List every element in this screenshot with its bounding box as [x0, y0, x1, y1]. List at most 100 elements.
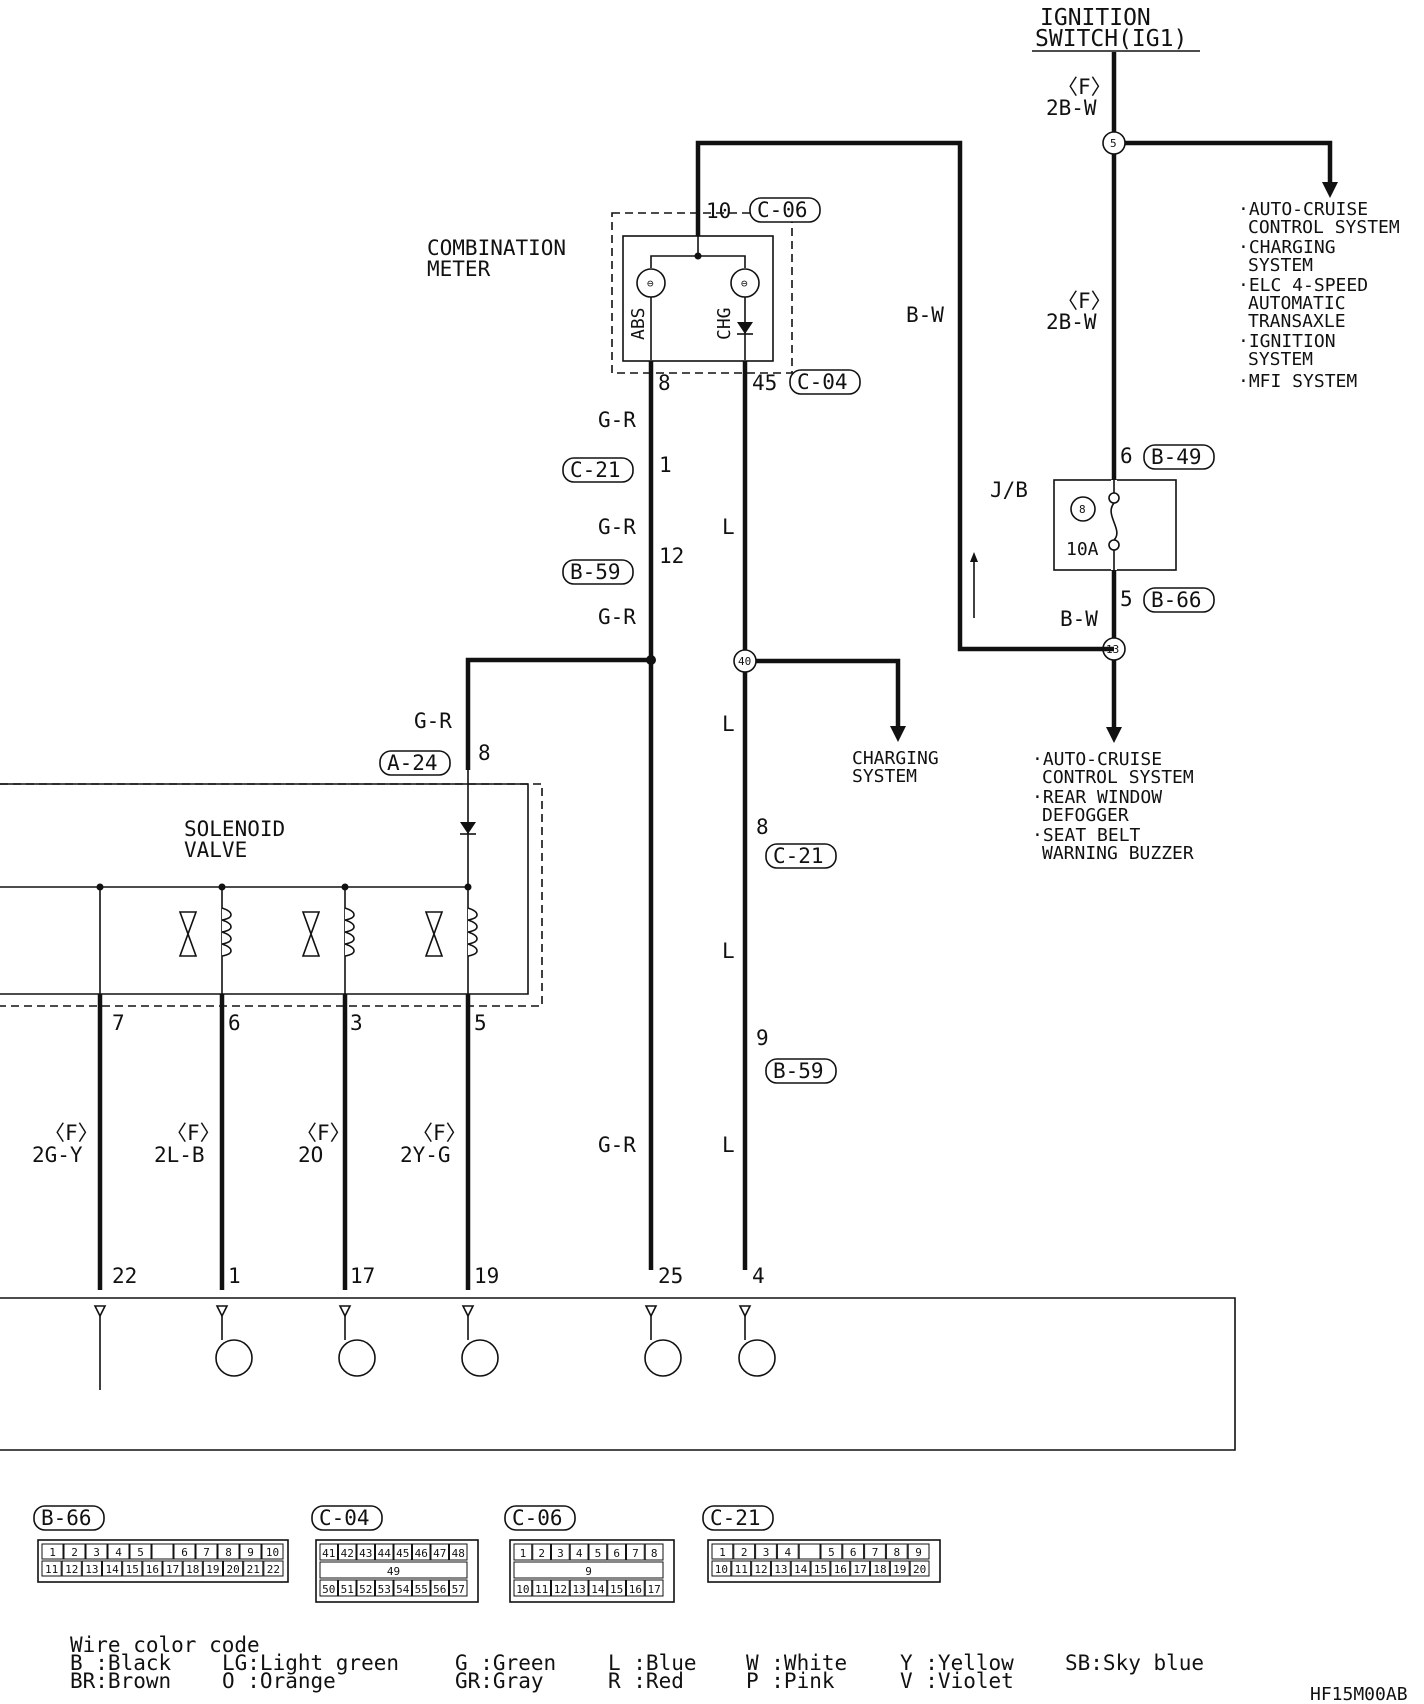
- connector-pin-cell: [412, 1579, 431, 1597]
- ig-load-6: TRANSAXLE: [1248, 311, 1346, 332]
- connector-pin-cell: [626, 1579, 645, 1597]
- connector-pin-cell: [870, 1560, 890, 1577]
- connector-pin-number: 6: [850, 1546, 857, 1559]
- connector-pin-number: 48: [452, 1547, 465, 1560]
- fuse-number: 8: [1079, 503, 1086, 516]
- connector-pin-cell: [375, 1579, 394, 1597]
- connector-pin-cell: [263, 1560, 284, 1577]
- solenoid-dashed-outline: [0, 783, 543, 1007]
- connector-pin-cell: [513, 1561, 664, 1579]
- ecu-transistor-17: [338, 1339, 376, 1377]
- connector-pin-number: 5: [595, 1547, 602, 1560]
- connector-pin-number: 22: [267, 1563, 280, 1576]
- connector-pin-number: 51: [341, 1583, 354, 1596]
- conn-c21-gr-badge: [562, 457, 634, 483]
- solenoid-box: [0, 783, 529, 995]
- connector-pin-cell: [532, 1543, 551, 1561]
- color-code-b: B :Black: [70, 1651, 172, 1675]
- conn-c06: C-06: [757, 198, 808, 222]
- solenoid-label-1: SOLENOID: [184, 817, 285, 841]
- solenoid-pin-in: 8: [478, 741, 491, 765]
- gr-branch-to-solenoid: [465, 657, 651, 770]
- connector-pin-cell: [607, 1543, 626, 1561]
- conn-a24: A-24: [387, 751, 438, 775]
- color-code-l: L :Blue: [608, 1651, 697, 1675]
- ig-branch-right: [1114, 140, 1333, 190]
- connector-pin-cell: [375, 1543, 394, 1561]
- charging-label-2: SYSTEM: [852, 766, 917, 787]
- connector-pin-cell: [85, 1543, 108, 1560]
- color-code-br: BR:Brown: [70, 1669, 171, 1693]
- ecu-wire-note-3: 〈F〉: [412, 1121, 467, 1145]
- jb-pin-in: 6: [1120, 444, 1133, 468]
- charging-arrow: [890, 726, 906, 742]
- solenoid-diode: [460, 822, 476, 834]
- connector-pin-cell: [588, 1579, 608, 1597]
- solenoid-pin-6: 6: [228, 1011, 241, 1035]
- ig-wire-color-1: 2B-W: [1046, 96, 1097, 120]
- connector-pin-cell: [393, 1579, 412, 1597]
- connector-pin-cell: [864, 1543, 886, 1560]
- conn-b59-l: B-59: [773, 1059, 824, 1083]
- jb-load-4: ·SEAT BELT: [1032, 825, 1141, 846]
- fuse-number-circle: [1070, 496, 1096, 522]
- ig-load-4: ·ELC 4-SPEED: [1238, 275, 1368, 296]
- connector-pin-number: 9: [585, 1565, 592, 1578]
- ignition-label-1: IGNITION: [1040, 5, 1151, 31]
- charging-label-1: CHARGING: [852, 748, 939, 769]
- connector-pin-number: 14: [591, 1583, 605, 1596]
- connector-pin-number: 4: [115, 1546, 122, 1559]
- conn-c06-badge: [749, 197, 821, 223]
- solenoid-coils: [96, 883, 478, 994]
- l-c21-pin: 8: [756, 815, 769, 839]
- connector-pin-number: 1: [520, 1547, 527, 1560]
- color-code-o: O :Orange: [222, 1669, 336, 1693]
- ig-load-5: AUTOMATIC: [1248, 293, 1346, 314]
- connector-pin-number: 17: [648, 1583, 661, 1596]
- ecu-pin-25: 25: [658, 1264, 683, 1288]
- connector-pin-number: 11: [735, 1563, 748, 1576]
- ecu-term-17: [338, 1305, 352, 1318]
- solenoid-pin-3: 3: [350, 1011, 363, 1035]
- connector-pin-cell: [449, 1579, 468, 1597]
- connector-pin-number: 12: [554, 1583, 567, 1596]
- connector-c21-name: C-21: [710, 1506, 761, 1530]
- connector-pin-cell: [711, 1543, 734, 1560]
- connector-pin-cell: [588, 1543, 608, 1561]
- connector-pin-cell: [41, 1560, 62, 1577]
- connector-pin-cell: [513, 1543, 533, 1561]
- connector-pin-number: 3: [763, 1546, 770, 1559]
- ecu-wire-note-1: 〈F〉: [166, 1121, 221, 1145]
- connector-pin-cell: [412, 1543, 431, 1561]
- meter-label-1: COMBINATION: [427, 236, 566, 260]
- connector-pin-cell: [885, 1543, 908, 1560]
- connector-pin-number: 47: [433, 1547, 446, 1560]
- connector-pin-cell: [430, 1579, 449, 1597]
- ig-branch-arrow: [1322, 182, 1338, 198]
- ig-load-7: ·IGNITION: [1238, 331, 1336, 352]
- valve-6: [178, 911, 198, 957]
- connector-pin-cell: [569, 1579, 589, 1597]
- connector-pin-cell: [607, 1579, 626, 1597]
- jb-load-arrow: [1106, 727, 1122, 743]
- ig-load-0: ·AUTO-CRUISE: [1238, 199, 1368, 220]
- connector-pin-number: 10: [266, 1546, 279, 1559]
- connector-pin-number: 10: [516, 1583, 529, 1596]
- connector-pin-number: 18: [873, 1563, 886, 1576]
- color-code-v: V :Violet: [900, 1669, 1014, 1693]
- connector-pin-number: 7: [872, 1546, 879, 1559]
- meter-feed-wire-color: B-W: [906, 303, 944, 327]
- l-wire-label-4: L: [722, 1133, 735, 1157]
- gr-wire-label-4: G-R: [598, 1133, 636, 1157]
- connector-pin-cell: [356, 1543, 375, 1561]
- gr-wire-label-2: G-R: [598, 515, 636, 539]
- ecu-term-4: [738, 1305, 752, 1318]
- conn-b59-l-badge: [765, 1058, 837, 1084]
- conn-b59-gr: B-59: [570, 560, 621, 584]
- connector-pin-number: 16: [146, 1563, 159, 1576]
- color-code-title: Wire color code: [70, 1633, 260, 1657]
- ecu-term-1: [215, 1305, 229, 1318]
- connector-pin-number: 1: [49, 1546, 56, 1559]
